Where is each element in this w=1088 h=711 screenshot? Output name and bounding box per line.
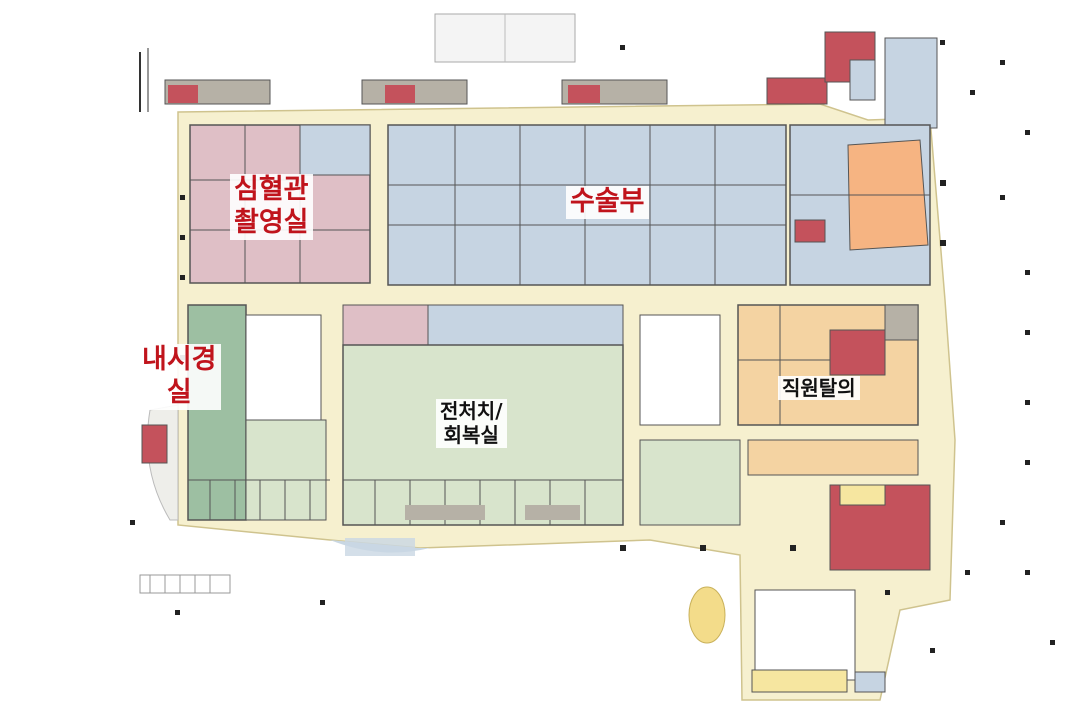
label-pre-recovery-line1: 전처치/ <box>440 399 503 423</box>
top-service-rooms <box>164 13 938 129</box>
label-pre-recovery-line2: 회복실 <box>443 423 499 448</box>
zone-pre-recovery <box>342 304 741 526</box>
label-cardio-angio: 심혈관 촬영실 <box>230 174 313 240</box>
bottom-service-area <box>751 589 886 693</box>
label-endoscopy-line1: 내시경 <box>142 344 217 375</box>
label-cardio-angio-line2: 촬영실 <box>234 206 309 238</box>
zone-endoscopy <box>141 304 330 521</box>
label-endoscopy: 내시경 실 <box>138 344 221 410</box>
north-stair-icon <box>139 48 231 594</box>
label-surgery: 수술부 <box>566 186 649 219</box>
label-pre-recovery: 전처치/ 회복실 <box>436 399 507 448</box>
wall-column-icon <box>130 40 1055 653</box>
label-cardio-angio-line1: 심혈관 <box>234 174 309 205</box>
zone-surgery <box>387 124 931 286</box>
label-staff-locker: 직원탈의 <box>778 376 860 401</box>
label-endoscopy-line2: 실 <box>166 376 192 408</box>
zone-staff-locker <box>737 304 931 571</box>
